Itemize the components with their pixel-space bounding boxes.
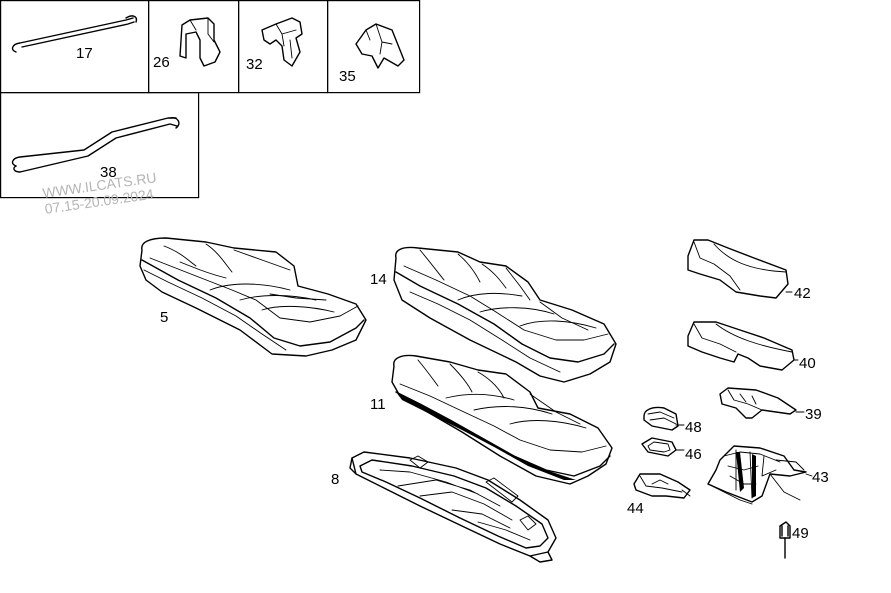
label-35: 35 — [339, 68, 356, 85]
part-40-pad[interactable] — [687, 321, 795, 371]
label-11: 11 — [370, 396, 386, 413]
part-49-fastener[interactable] — [779, 521, 791, 559]
label-40: 40 — [799, 355, 816, 372]
part-43-adjuster-mechanism[interactable] — [707, 445, 807, 505]
part-48-button[interactable] — [643, 406, 679, 431]
part-35-clip[interactable] — [355, 23, 405, 69]
part-46-bezel[interactable] — [641, 437, 677, 457]
label-26: 26 — [153, 54, 170, 71]
label-38: 38 — [100, 164, 117, 181]
part-8-seat-frame[interactable] — [349, 451, 557, 563]
label-8: 8 — [331, 471, 339, 488]
label-46: 46 — [685, 446, 702, 463]
part-44-cover[interactable] — [633, 473, 691, 499]
part-14-seat-cushion[interactable] — [393, 246, 617, 383]
inset-boxes — [0, 0, 421, 199]
label-49: 49 — [792, 525, 809, 542]
label-39: 39 — [805, 406, 822, 423]
label-43: 43 — [812, 469, 829, 486]
watermark: WWW.ILCATS.RU 07.15-20.09.2024 — [41, 169, 157, 217]
label-5: 5 — [160, 309, 168, 326]
label-48: 48 — [685, 419, 702, 436]
part-26-u-clip[interactable] — [179, 17, 221, 67]
part-42-pad[interactable] — [687, 239, 789, 299]
part-5-seat-cushion[interactable] — [139, 237, 367, 357]
part-32-clip[interactable] — [261, 17, 303, 67]
label-32: 32 — [246, 56, 263, 73]
leader-lines — [675, 291, 813, 497]
part-11-seat-cushion[interactable] — [391, 354, 613, 485]
label-14: 14 — [370, 271, 387, 288]
part-17-wire-clip[interactable] — [11, 15, 138, 53]
label-42: 42 — [794, 285, 811, 302]
part-38-wire[interactable] — [11, 116, 180, 173]
part-labels: 17 26 32 35 38 5 14 11 8 42 40 39 48 46 … — [76, 45, 829, 542]
label-17: 17 — [76, 45, 93, 62]
part-39-pad[interactable] — [719, 387, 797, 419]
label-44: 44 — [627, 500, 644, 517]
